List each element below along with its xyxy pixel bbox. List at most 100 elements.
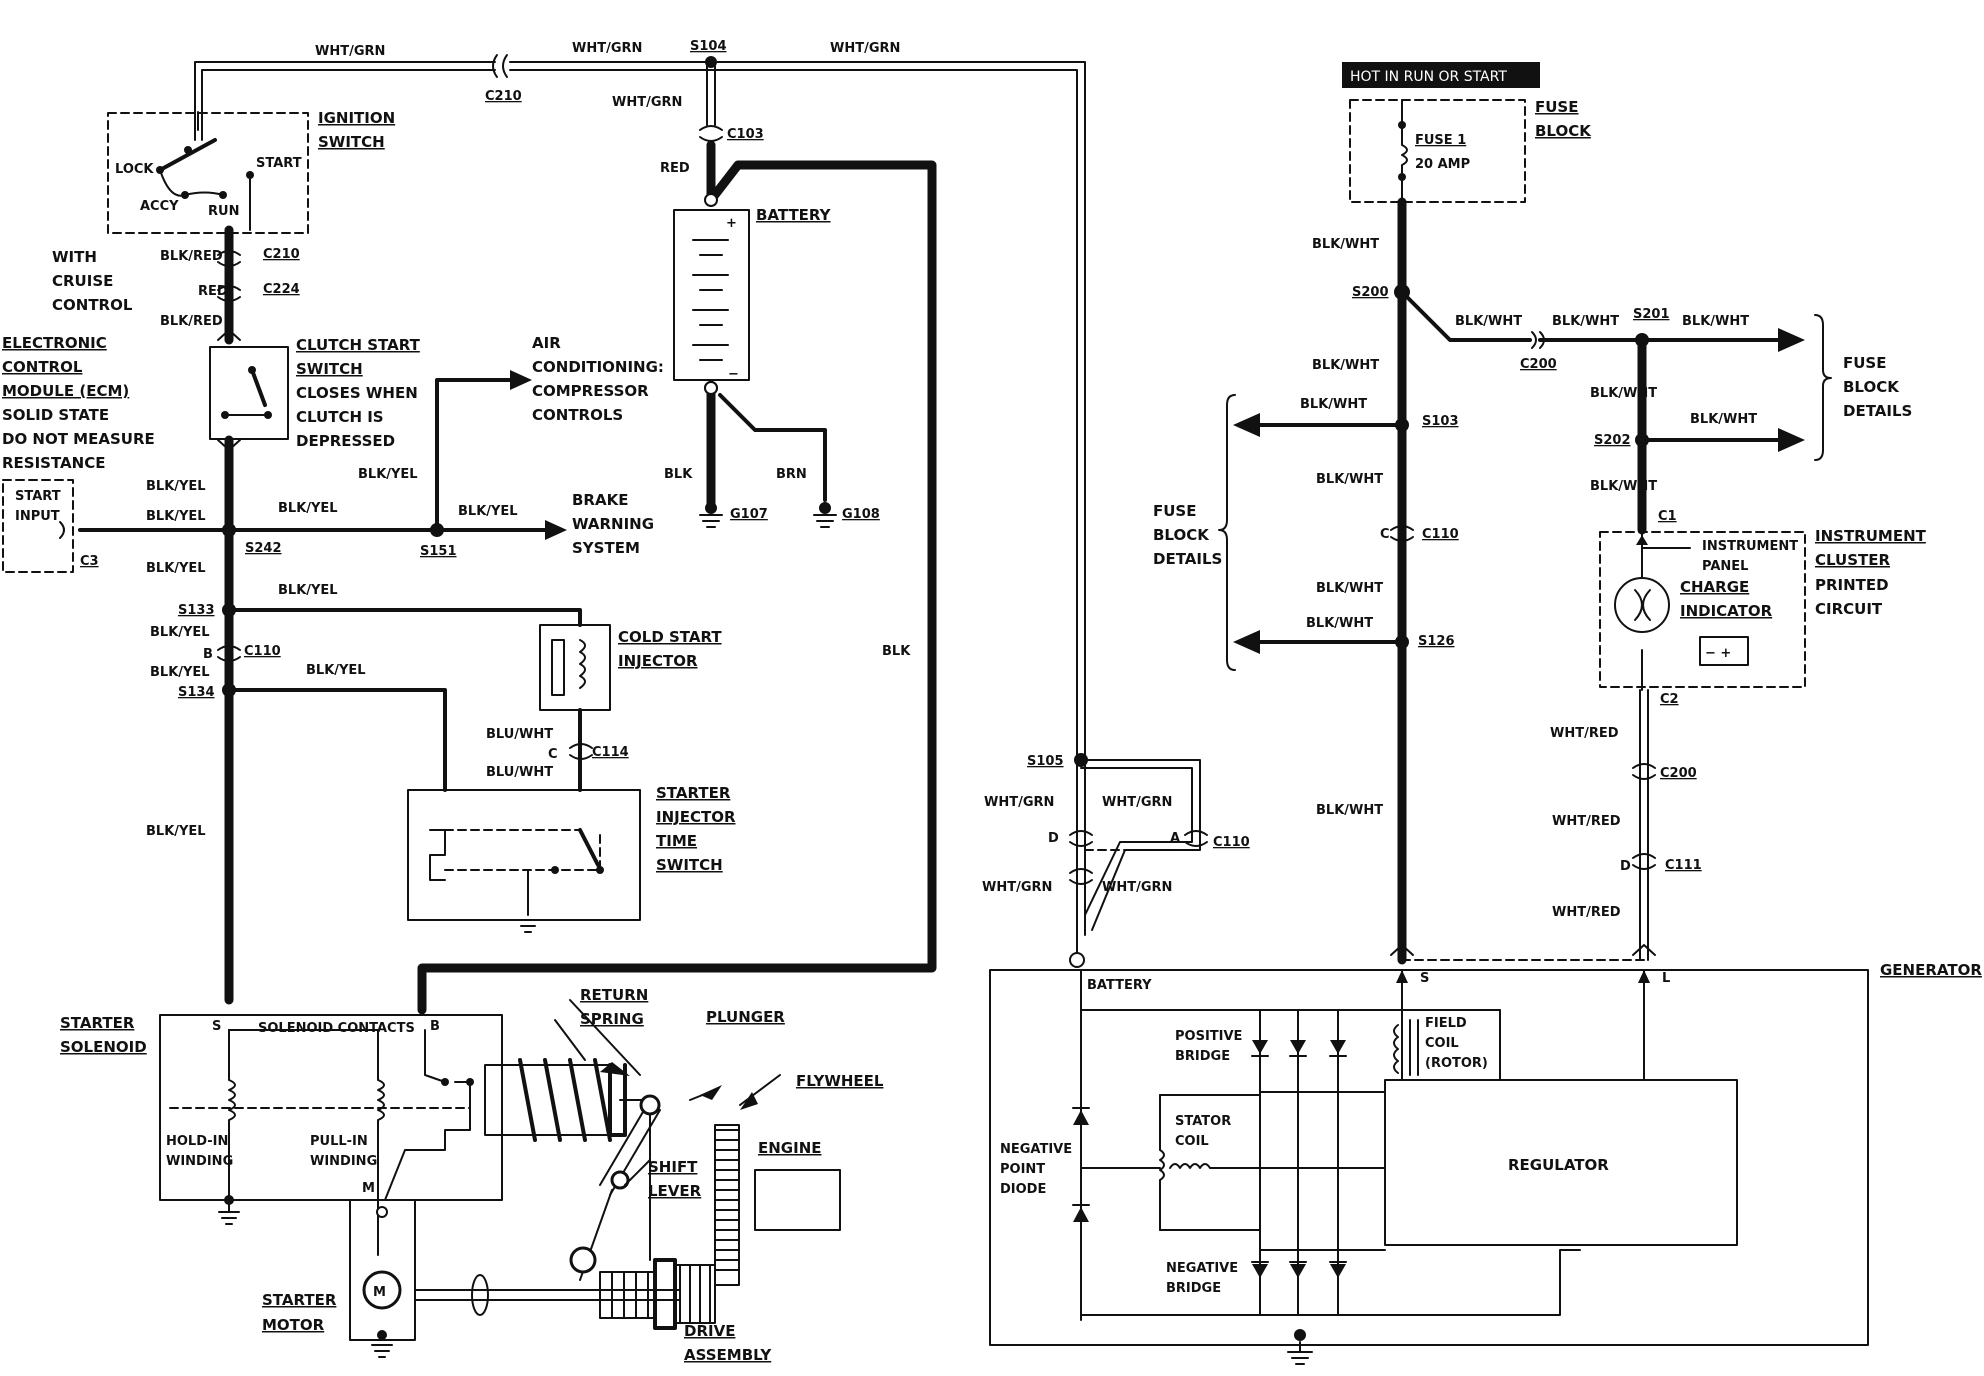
ac-4: CONTROLS [532,406,623,424]
wire-red-1: RED [660,161,690,176]
field-coil-2: COIL [1425,1036,1459,1051]
instrument-panel-1: INSTRUMENT [1702,539,1798,554]
wire-whtgrn-3: WHT/GRN [830,41,900,56]
c111-label: C111 [1665,858,1702,873]
ecm-1: ELECTRONIC [2,334,107,352]
ignition-switch-label-1: IGNITION [318,109,395,127]
cold-start-2: INJECTOR [618,652,698,670]
wire-blkwht-13: BLK/WHT [1316,803,1383,818]
start-input-box [2,479,74,573]
starter-motor[interactable]: M [349,1199,681,1358]
run-label: RUN [208,204,239,219]
ground-g107 [699,502,723,528]
drive-assembly [599,1258,716,1330]
positive-bridge-1: POSITIVE [1175,1029,1242,1044]
positive-bridge-2: BRIDGE [1175,1049,1230,1064]
wire-blkyel-10: BLK/YEL [306,663,366,678]
instrument-cluster-4: CIRCUIT [1815,600,1883,618]
fuse-block[interactable] [1349,99,1526,203]
wire-blkwht-6: BLK/WHT [1300,397,1367,412]
wire-blkwht-7: BLK/WHT [1590,386,1657,401]
generator[interactable] [989,969,1869,1365]
s201-label: S201 [1633,307,1670,322]
shift-lever-1: SHIFT [648,1158,698,1176]
wire-whtgrn-4: WHT/GRN [612,95,682,110]
instrument-cluster-2: CLUSTER [1815,551,1890,569]
wire-blkwht-2: BLK/WHT [1455,314,1522,329]
fbd-left-1: FUSE [1153,502,1196,520]
ecm-3: MODULE (ECM) [2,382,129,400]
wire-blkyel-1: BLK/YEL [146,479,206,494]
wire-blk-2: BLK [882,644,911,659]
return-spring-2: SPRING [580,1010,644,1028]
wire-whtred-2: WHT/RED [1552,814,1621,829]
wires-right-whtgrn [1069,754,1208,968]
c103-label: C103 [727,127,764,142]
labels: IGNITION SWITCH LOCK ACCY RUN START WITH… [2,39,1982,1364]
s202-label: S202 [1594,433,1631,448]
charge-indicator-1: CHARGE [1680,578,1749,596]
wire-blkyel-11: BLK/YEL [146,824,206,839]
clutch-note-1: CLOSES WHEN [296,384,418,402]
clutch-2: SWITCH [296,360,363,378]
term-b-left: B [203,647,213,662]
wire-whtgrn-5: WHT/GRN [984,795,1054,810]
clutch-note-2: CLUTCH IS [296,408,384,426]
wire-blkred-1: BLK/RED [160,249,223,264]
fuse-block-1: FUSE [1535,98,1578,116]
cold-start-injector[interactable] [539,624,611,711]
clutch-note-3: DEPRESSED [296,432,395,450]
s126-label: S126 [1418,634,1455,649]
ignition-switch[interactable] [107,111,309,234]
fbd-left-2: BLOCK [1153,526,1210,544]
start-input-1: START [15,489,61,504]
splice-dots-right [1394,284,1649,649]
accy-label: ACCY [140,199,179,214]
s242-label: S242 [245,541,282,556]
wire-blkwht-3: BLK/WHT [1552,314,1619,329]
fuse-block-2: BLOCK [1535,122,1592,140]
connector-marks-right [1390,331,1656,956]
wire-brn-1: BRN [776,467,807,482]
wire-blkyel-6: BLK/YEL [146,561,206,576]
wire-blkyel-7: BLK/YEL [278,583,338,598]
wire-blkwht-8: BLK/WHT [1690,412,1757,427]
s200-label: S200 [1352,285,1389,300]
arrow-heads-right [1233,328,1805,654]
brake-3: SYSTEM [572,539,640,557]
stator-coil-2: COIL [1175,1134,1209,1149]
time-switch-1: STARTER [656,784,731,802]
fbd-right-2: BLOCK [1843,378,1900,396]
clutch-1: CLUTCH START [296,336,421,354]
negative-bridge-1: NEGATIVE [1166,1261,1238,1276]
instrument-cluster-box[interactable]: − + [1599,529,1806,691]
battery-symbol[interactable]: + − [673,193,750,395]
s103-label: S103 [1422,414,1459,429]
generator-label: GENERATOR [1880,961,1982,979]
c200-label: C200 [1520,357,1557,372]
clutch-start-switch[interactable] [209,346,289,440]
start-input-2: INPUT [15,509,60,524]
starter-injector-time-switch[interactable] [407,789,641,933]
starter-solenoid[interactable] [159,1014,503,1225]
fbd-right-1: FUSE [1843,354,1886,372]
g108-label: G108 [842,507,880,522]
wire-red-2: RED [198,284,228,299]
brake-2: WARNING [572,515,654,533]
instrument-panel-2: PANEL [1702,559,1748,574]
start-label: START [256,156,302,171]
wire-blkyel-5: BLK/YEL [458,504,518,519]
wire-blkyel-2: BLK/YEL [146,509,206,524]
wire-blkwht-1: BLK/WHT [1312,237,1379,252]
time-switch-4: SWITCH [656,856,723,874]
wire-blkred-2: BLK/RED [160,314,223,329]
svg-text:+: + [726,216,737,231]
ignition-switch-label-2: SWITCH [318,133,385,151]
wire-blkyel-4: BLK/YEL [358,467,418,482]
battery-label: BATTERY [756,206,832,224]
wire-blk-1: BLK [664,467,693,482]
wire-blkwht-5: BLK/WHT [1312,358,1379,373]
plunger-assembly [484,999,651,1261]
flywheel [714,1074,781,1286]
s104-label: S104 [690,39,727,54]
